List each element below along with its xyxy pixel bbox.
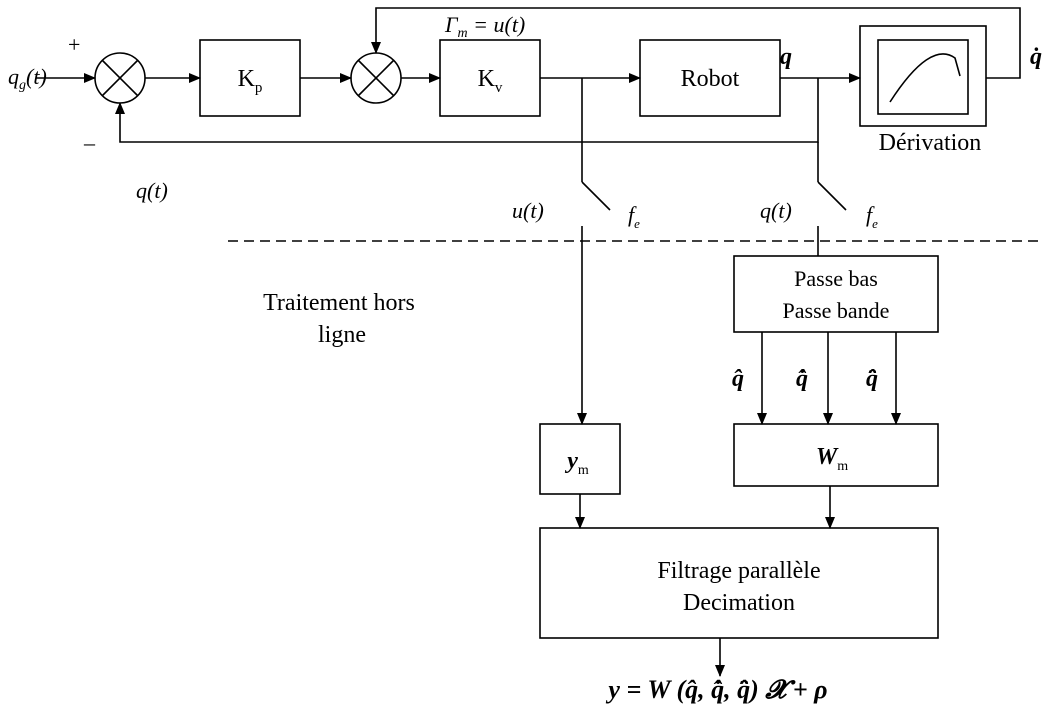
fe-label-2: fe <box>866 202 878 231</box>
qdot-label: q̇ <box>1030 44 1042 70</box>
sampler-switch-q <box>817 181 847 211</box>
reference-signal-label: qg(t) <box>8 64 47 93</box>
filter-block: Passe bas Passe bande <box>733 255 939 333</box>
model-equation: y = W (q̂, q̂̇, q̂̈) 𝓧 + ρ <box>605 675 827 704</box>
differentiator-curve-icon <box>889 53 961 103</box>
robot-label: Robot <box>681 66 740 92</box>
kv-block: Kv <box>439 39 541 117</box>
kv-label: Kv <box>478 66 503 96</box>
kp-block: Kp <box>199 39 301 117</box>
minus-sign: – <box>83 130 96 155</box>
summing-junction-1 <box>94 52 146 104</box>
svg-text:Passe bande: Passe bande <box>783 298 890 323</box>
decimation-block: Filtrage parallèle Decimation <box>539 527 939 639</box>
derivation-block <box>859 25 987 127</box>
ym-label: ym <box>564 448 589 478</box>
wm-label: Wm <box>816 444 848 474</box>
kp-label: Kp <box>238 66 263 96</box>
qdothat-label: q̂̇ <box>796 366 808 392</box>
q-sample-label: q(t) <box>760 198 792 223</box>
plus-sign: + <box>68 32 80 57</box>
summing-junction-2 <box>350 52 402 104</box>
offline-label: Traitement hors ligne <box>263 290 421 348</box>
torque-label: Γm = u(t) <box>444 12 525 41</box>
sampler-switch-u <box>581 181 611 211</box>
qhat-label: q̂ <box>732 366 744 392</box>
wm-block: Wm <box>733 423 939 487</box>
svg-text:Decimation: Decimation <box>683 590 795 616</box>
ym-block: ym <box>539 423 621 495</box>
derivation-label: Dérivation <box>879 130 982 156</box>
u-sample-label: u(t) <box>512 198 544 223</box>
qddothat-label: q̂̈ <box>866 366 878 392</box>
fe-label-1: fe <box>628 202 640 231</box>
svg-text:Filtrage parallèle: Filtrage parallèle <box>657 558 820 584</box>
svg-text:Passe bas: Passe bas <box>794 266 878 291</box>
robot-block: Robot <box>639 39 781 117</box>
q-output-label: q <box>780 44 792 70</box>
q-feedback-label: q(t) <box>136 178 168 203</box>
